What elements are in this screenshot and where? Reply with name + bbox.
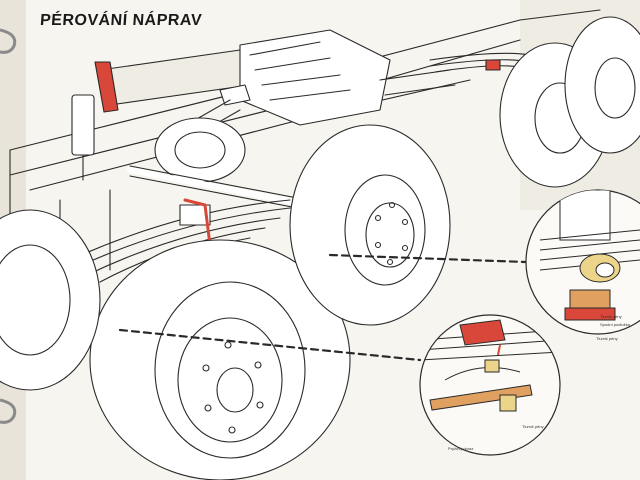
left-wheel <box>0 209 101 391</box>
frame-rail-top-edge <box>9 9 601 151</box>
rear-spring-seat-red <box>485 59 501 71</box>
inset-detail-rubber-stop <box>419 314 561 456</box>
rear-wheel-2 <box>564 16 640 154</box>
connector-line-lower <box>118 328 422 362</box>
middle-wheel <box>289 124 451 326</box>
binder-rings <box>0 28 17 424</box>
callout-rubber-pad-top: Tlumič pěny <box>600 314 622 319</box>
callout-support-bracket: Spodní podložka <box>600 322 630 327</box>
crossbeam-red-section <box>94 61 119 113</box>
connector-line-upper <box>328 253 527 264</box>
front-wheel <box>89 239 351 480</box>
inset-detail-spring-seat <box>525 189 640 335</box>
front-differential <box>154 117 246 183</box>
truck-chassis-drawing <box>0 9 640 480</box>
page-title: PÉROVÁNÍ NÁPRAV <box>39 12 203 29</box>
callout-rubber-stop: Pryžový doraz <box>448 446 474 451</box>
callout-damper-bottom: Tlumič pěny <box>522 424 544 429</box>
shock-absorber <box>71 94 95 156</box>
callout-spring-plate: Tlumič pěny <box>596 336 618 341</box>
